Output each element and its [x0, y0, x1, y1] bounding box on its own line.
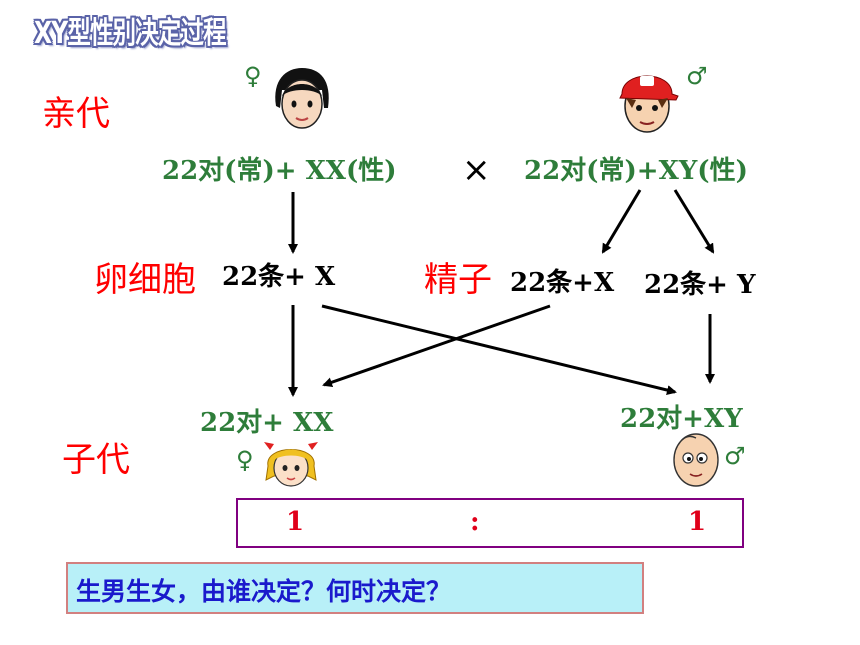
- son-genotype: 22对+XY: [620, 404, 743, 434]
- male-symbol-icon: ♂: [686, 62, 708, 90]
- question-box: 生男生女，由谁决定？何时决定？: [66, 562, 644, 614]
- label-sperm: 精子: [424, 260, 492, 300]
- label-egg: 卵细胞: [94, 260, 196, 300]
- father-face-icon: [619, 75, 679, 133]
- arrow-spermx-daughter: [322, 304, 551, 388]
- father-genotype: 22对(常)+XY(性): [524, 156, 748, 186]
- egg-genotype: 22条+ X: [222, 262, 336, 292]
- label-parents: 亲代: [42, 94, 110, 134]
- sperm-y-genotype: 22条+ Y: [644, 270, 756, 300]
- female-symbol-icon: ♀: [244, 62, 262, 90]
- page-title: XY型性别决定过程: [34, 16, 227, 51]
- arrow-father-sperm-y: [673, 189, 715, 254]
- mother-genotype: 22对(常)+ XX(性): [162, 156, 397, 186]
- label-offspring: 子代: [62, 440, 130, 480]
- daughter-female-symbol-icon: ♀: [236, 446, 254, 474]
- arrow-father-sperm-x: [601, 189, 642, 254]
- ratio-right: 1: [688, 507, 707, 537]
- cross-symbol: ×: [462, 150, 491, 190]
- ratio-separator: :: [470, 507, 480, 537]
- son-face-icon: [673, 433, 719, 487]
- daughter-face-icon: [264, 442, 318, 487]
- ratio-box: [236, 498, 744, 548]
- daughter-genotype: 22对+ XX: [200, 408, 334, 438]
- son-male-symbol-icon: ♂: [724, 442, 746, 470]
- mother-face-icon: [275, 68, 329, 129]
- sperm-x-genotype: 22条+X: [510, 268, 615, 298]
- ratio-left: 1: [286, 507, 305, 537]
- question-text: 生男生女，由谁决定？何时决定？: [76, 577, 452, 606]
- arrow-egg-son: [321, 304, 677, 395]
